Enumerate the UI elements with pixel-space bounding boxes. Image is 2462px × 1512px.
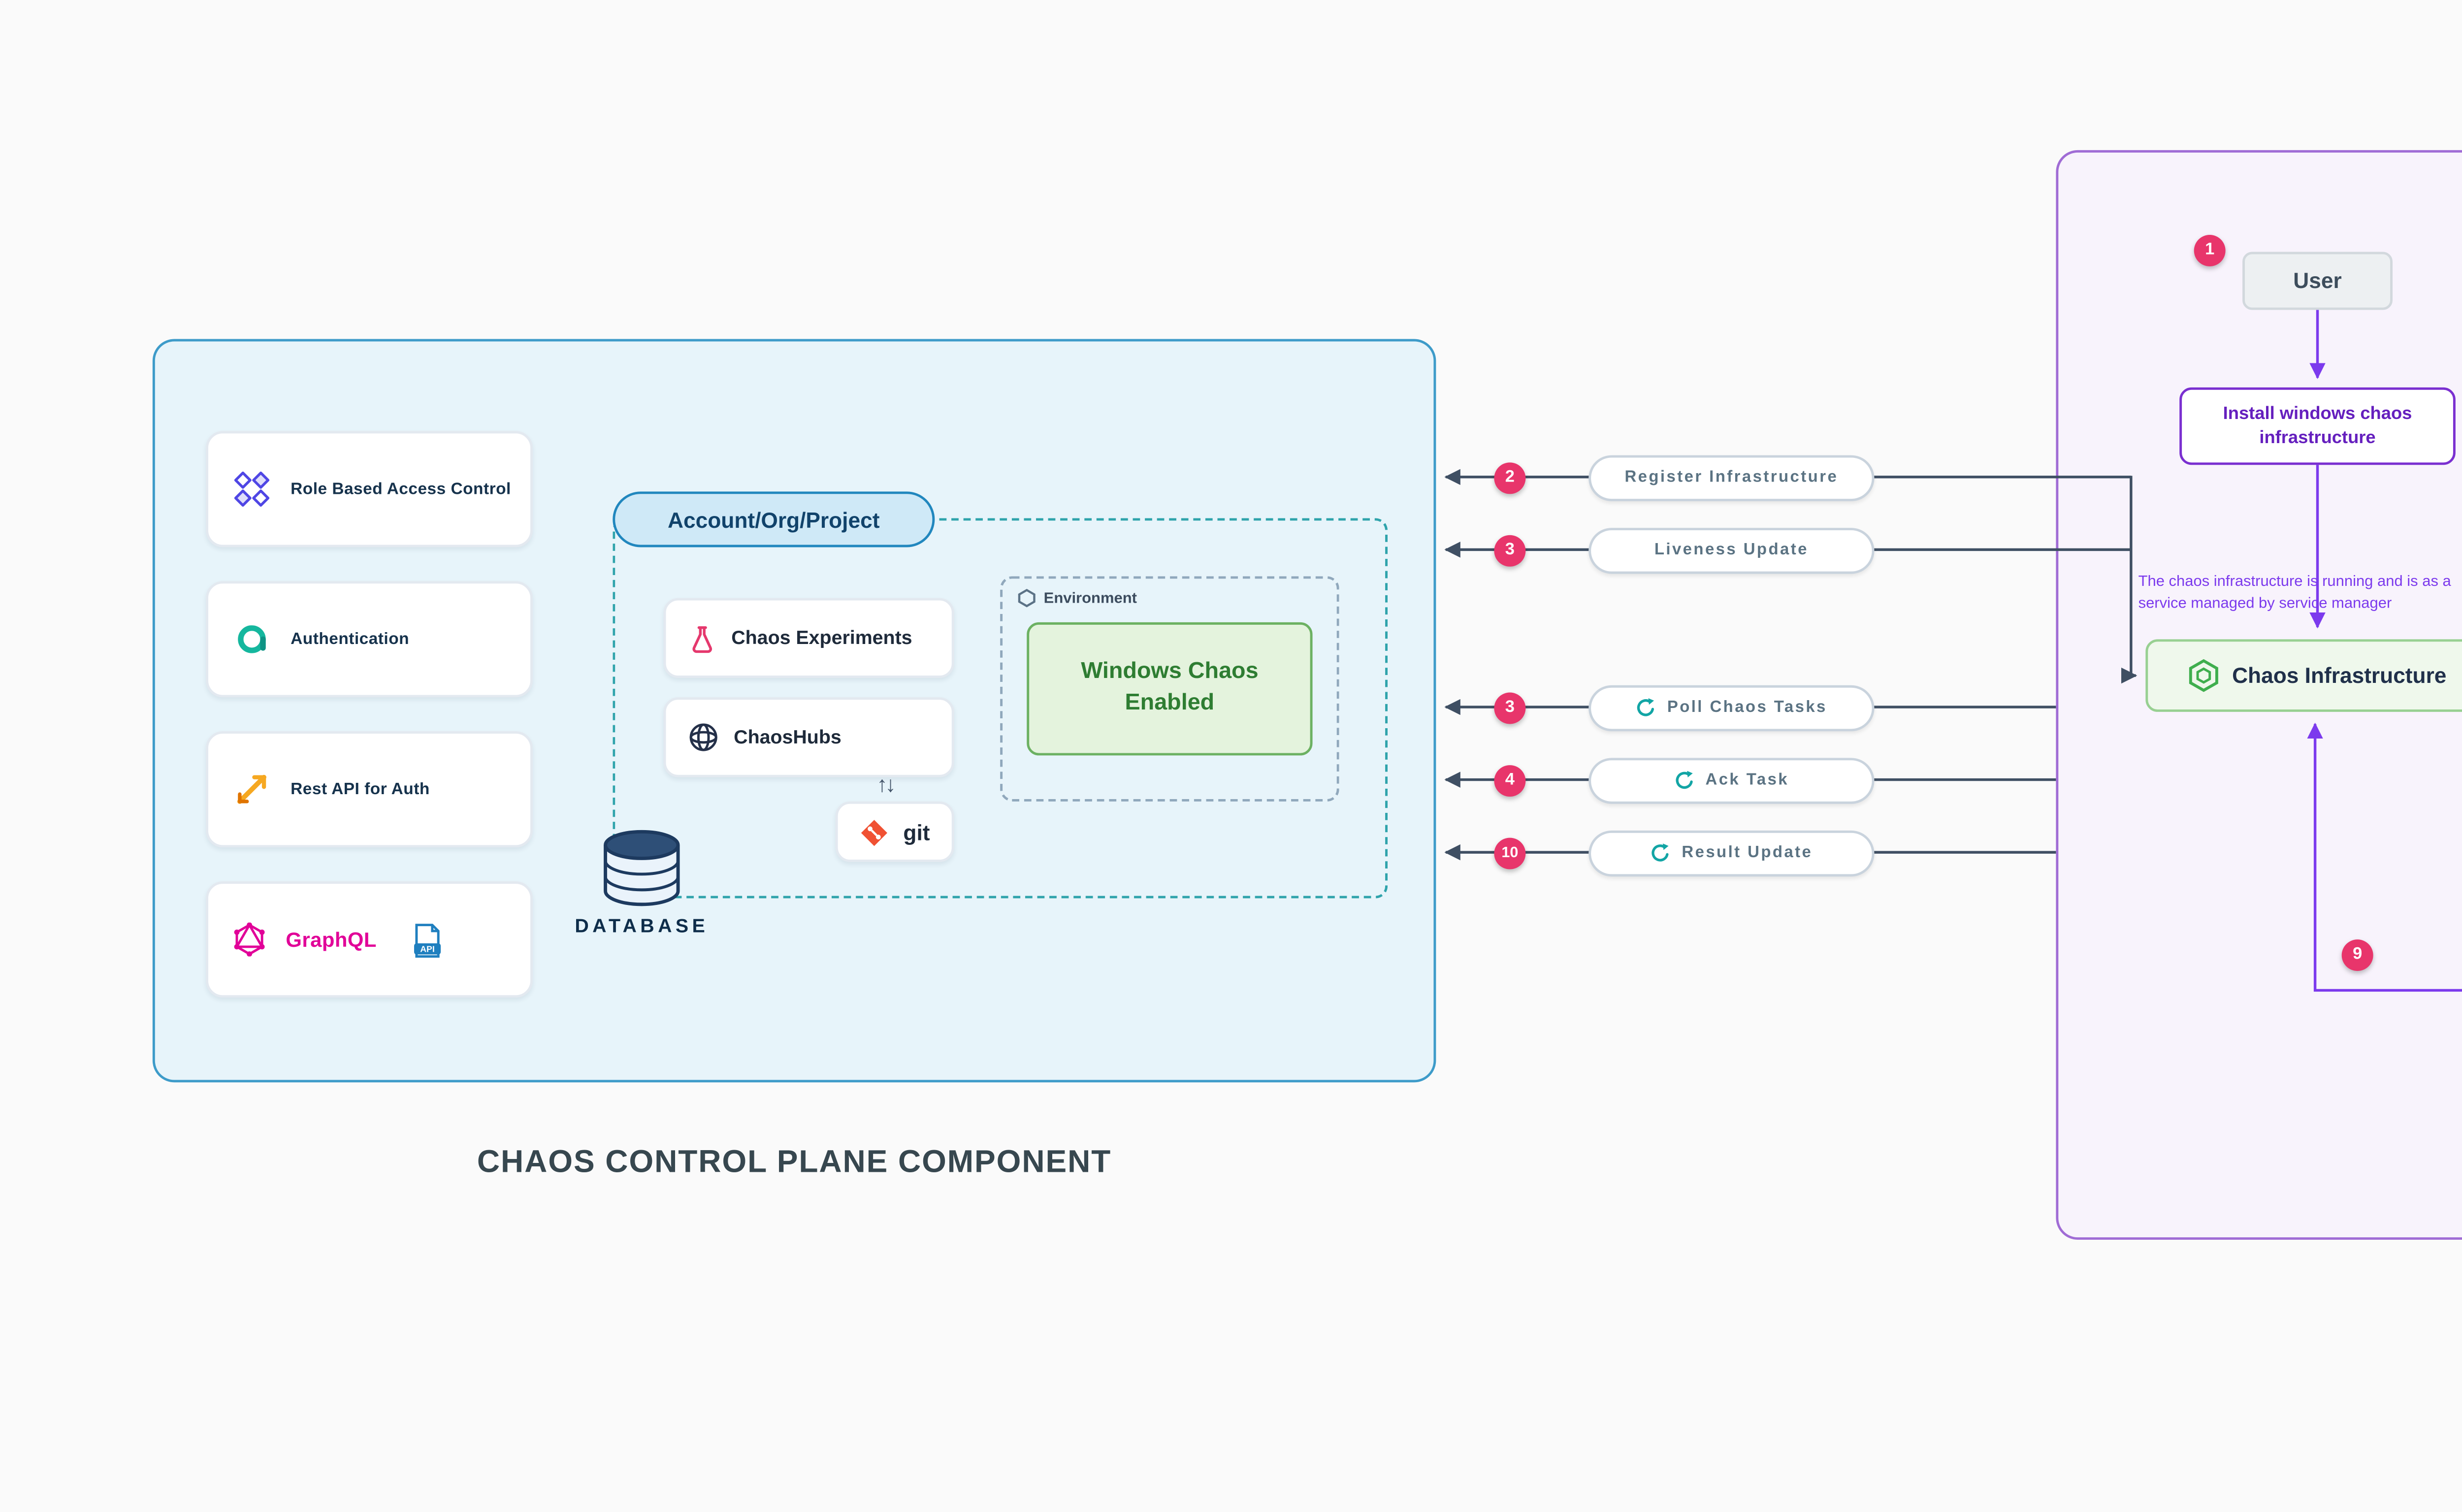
rest-api-label: Rest API for Auth (291, 781, 430, 798)
globe-icon (689, 723, 717, 751)
authentication-card: Authentication (206, 581, 533, 698)
git-label: git (903, 819, 930, 844)
rest-api-card: Rest API for Auth (206, 731, 533, 848)
step-badge-2: 2 (1494, 461, 1526, 493)
chaos-experiments-label: Chaos Experiments (731, 627, 912, 649)
register-infrastructure-label: Register Infrastructure (1624, 468, 1839, 486)
authentication-label: Authentication (291, 631, 410, 648)
api-doc-icon: API (413, 922, 440, 957)
chaoshubs-label: ChaosHubs (734, 726, 842, 748)
chaos-infrastructure-box: Chaos Infrastructure (2145, 639, 2462, 712)
database-icon (604, 830, 680, 906)
account-scope-box (613, 518, 1388, 899)
graphql-label: GraphQL (286, 927, 377, 952)
database-label: DATABASE (575, 915, 709, 937)
step-badge-1: 1 (2194, 235, 2226, 266)
environment-header: Environment (1017, 588, 1137, 608)
chaos-experiments-card: Chaos Experiments (663, 598, 954, 678)
result-update-pill: Result Update (1588, 829, 1875, 875)
ack-task-label: Ack Task (1705, 771, 1789, 788)
windows-chaos-enabled-box: Windows Chaos Enabled (1027, 622, 1313, 756)
chaoshubs-card: ChaosHubs (663, 697, 954, 777)
chaos-infrastructure-label: Chaos Infrastructure (2232, 663, 2447, 688)
poll-chaos-tasks-pill: Poll Chaos Tasks (1588, 684, 1875, 730)
liveness-update-label: Liveness Update (1654, 541, 1809, 558)
git-card: git (835, 801, 954, 862)
service-manager-note: The chaos infrastructure is running and … (2138, 574, 2451, 612)
sync-arrows-icon: ↑↓ (876, 772, 896, 797)
environment-box: Environment (1000, 576, 1339, 802)
refresh-icon (1676, 770, 1693, 788)
authentication-icon (238, 625, 266, 653)
rbac-label: Role Based Access Control (291, 481, 511, 498)
control-plane-title: CHAOS CONTROL PLANE COMPONENT (477, 1143, 1112, 1180)
step-badge-10: 10 (1494, 836, 1526, 869)
graphql-icon (234, 922, 265, 957)
refresh-icon (1652, 842, 1670, 861)
step-badge-3: 3 (1494, 534, 1526, 566)
account-org-project-label: Account/Org/Project (613, 491, 935, 547)
rest-api-icon (237, 774, 266, 804)
environment-icon (1018, 588, 1036, 608)
register-infrastructure-pill: Register Infrastructure (1588, 454, 1875, 500)
step-badge-poll: 3 (1494, 691, 1526, 723)
rbac-card: Role Based Access Control (206, 431, 533, 547)
environment-label: Environment (1043, 589, 1137, 607)
refresh-icon (1638, 697, 1655, 715)
flask-icon (692, 625, 712, 652)
user-box: User (2242, 252, 2393, 310)
poll-chaos-tasks-label: Poll Chaos Tasks (1667, 698, 1827, 716)
wire-generate-to-chaos-infra (2307, 722, 2462, 992)
wire-register-to-chaos-infra (2121, 476, 2138, 684)
rbac-icon (234, 471, 270, 507)
graphql-card: GraphQL API (206, 881, 533, 998)
step-badge-9: 9 (2341, 939, 2373, 971)
result-update-label: Result Update (1682, 843, 1813, 861)
ack-task-pill: Ack Task (1588, 756, 1875, 803)
execution-plane-title: CHAOS EXECUTION PLANE COMPONENT (2056, 1310, 2462, 1347)
liveness-update-pill: Liveness Update (1588, 526, 1875, 573)
chaos-infrastructure-icon (2188, 659, 2218, 692)
git-icon (861, 818, 887, 845)
step-badge-4: 4 (1494, 764, 1526, 796)
install-infrastructure-box: Install windows chaos infrastructure (2179, 387, 2456, 465)
api-doc-label: API (419, 943, 434, 953)
